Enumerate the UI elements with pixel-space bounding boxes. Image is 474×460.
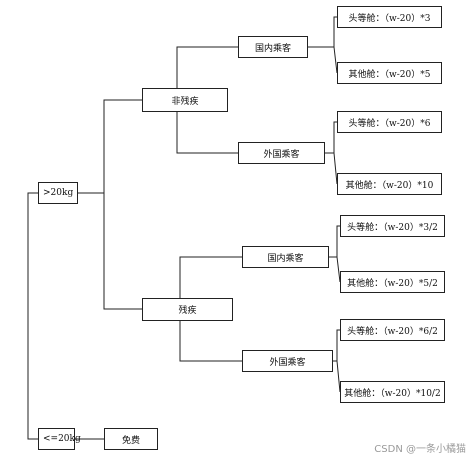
node-b-for-other: 其他舱：（w-20）*10/2 [340, 381, 445, 403]
node-free: 免费 [104, 428, 158, 450]
node-a-dom-first: 头等舱：（w-20）*3 [337, 6, 442, 28]
node-b-foreign: 外国乘客 [242, 350, 333, 372]
node-gt20: >20kg [38, 182, 78, 204]
node-le20: <=20kg [38, 428, 81, 450]
node-b-for-first: 头等舱：（w-20）*6/2 [340, 319, 445, 341]
node-a-domestic: 国内乘客 [238, 36, 308, 58]
connector-root [27, 192, 38, 440]
node-non-disabled: 非残疾 [142, 88, 228, 112]
node-a-foreign: 外国乘客 [238, 142, 325, 164]
connector-a-domestic-split [333, 16, 338, 74]
connector-level2 [103, 99, 142, 310]
connector-b-foreign-split [336, 329, 341, 393]
node-disabled: 残疾 [142, 298, 233, 321]
node-b-dom-other: 其他舱：（w-20）*5/2 [340, 271, 445, 293]
node-a-dom-other: 其他舱：（w-20）*5 [337, 62, 442, 84]
node-b-dom-first: 头等舱：（w-20）*3/2 [340, 215, 445, 237]
watermark: CSDN @一条小橘猫 [374, 444, 466, 455]
connector-a-foreign-split [333, 121, 338, 185]
connector-b-domestic-split [336, 225, 341, 283]
node-a-for-other: 其他舱：（w-20）*10 [337, 173, 442, 195]
node-a-for-first: 头等舱：（w-20）*6 [337, 111, 442, 133]
node-b-domestic: 国内乘客 [242, 246, 329, 268]
